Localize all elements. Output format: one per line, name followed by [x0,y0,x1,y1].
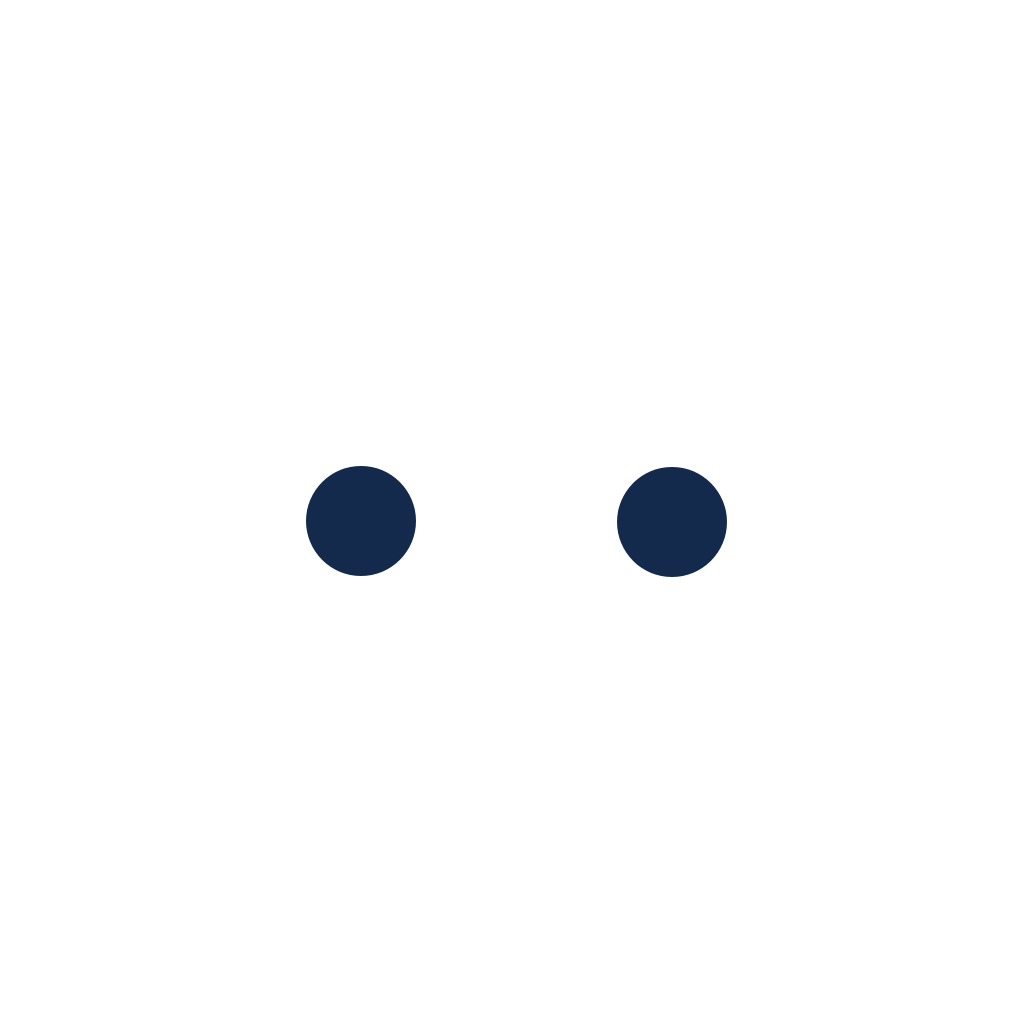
left-dot-icon [306,466,416,576]
right-dot-icon [617,467,727,577]
